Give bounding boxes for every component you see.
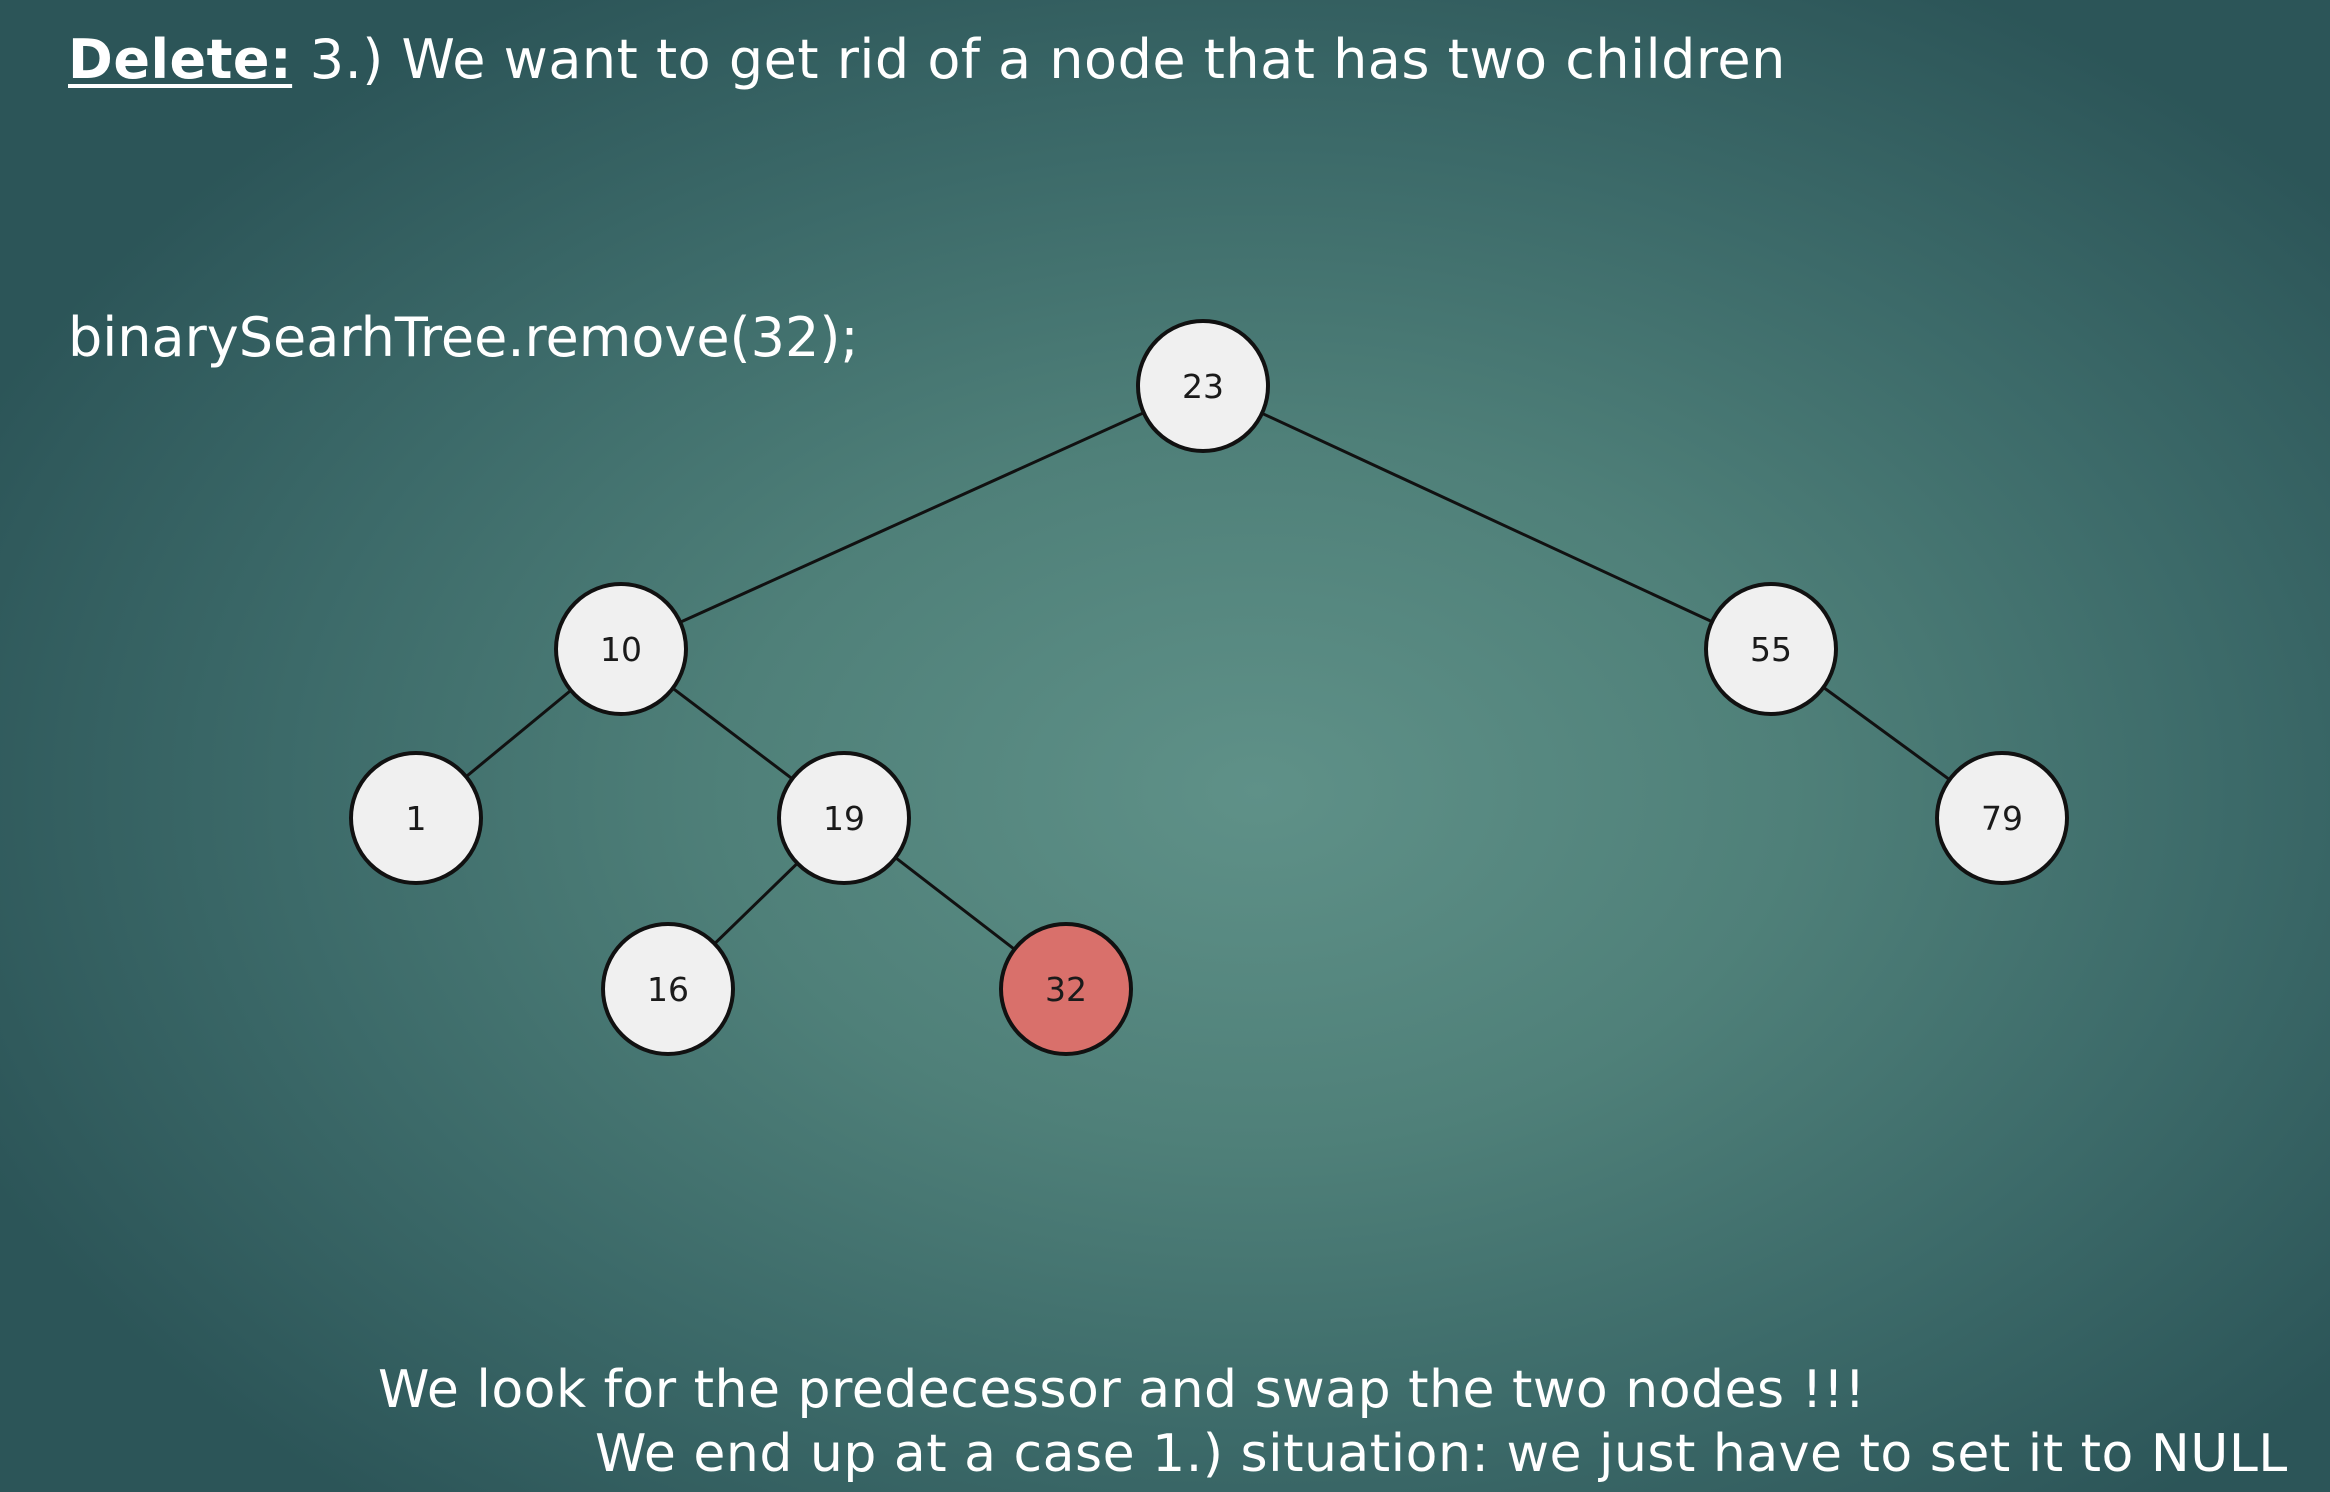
node-label: 55 [1750,630,1792,669]
node-circle [349,751,483,885]
tree-node-1: 1 [349,751,483,885]
node-label: 16 [647,970,689,1009]
node-label: 1 [406,799,427,838]
node-label: 10 [600,630,642,669]
node-circle [1136,319,1270,453]
node-label: 23 [1182,367,1224,406]
tree-node-23: 23 [1136,319,1270,453]
node-label: 32 [1045,970,1087,1009]
code-line: binarySearhTree.remove(32); [68,306,859,369]
title-text: 3.) We want to get rid of a node that ha… [292,28,1786,91]
node-circle [554,582,688,716]
node-circle [1704,582,1838,716]
tree-node-16: 16 [601,922,735,1056]
title-label: Delete: [68,28,293,91]
tree-nodes: 23 10 55 1 19 79 16 32 [349,319,2069,1056]
footer-line-2: We end up at a case 1.) situation: we ju… [595,1424,2288,1484]
slide-title: Delete: 3.) We want to get rid of a node… [68,28,1786,91]
tree-node-19: 19 [777,751,911,885]
node-circle [1935,751,2069,885]
node-circle [601,922,735,1056]
tree-node-79: 79 [1935,751,2069,885]
tree-node-32: 32 [999,922,1133,1056]
tree-node-10: 10 [554,582,688,716]
tree-edge-23-55 [1202,384,1772,651]
tree-node-55: 55 [1704,582,1838,716]
footer-line-1: We look for the predecessor and swap the… [378,1360,1866,1420]
node-label: 79 [1981,799,2023,838]
tree-edge-23-10 [620,384,1204,651]
node-circle-highlighted [999,922,1133,1056]
node-label: 19 [823,799,865,838]
node-circle [777,751,911,885]
